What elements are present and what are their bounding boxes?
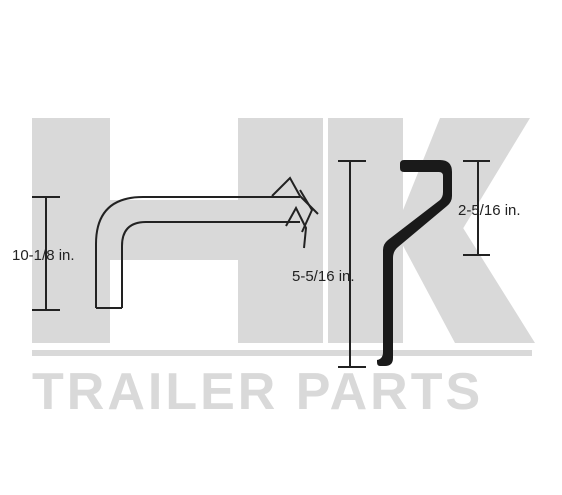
center-dimension-label: 5-5/16 in. xyxy=(292,268,355,285)
watermark-h-right-bar xyxy=(238,118,323,343)
hook-profile xyxy=(377,160,452,366)
right-dimension-label: 2-5/16 in. xyxy=(458,202,521,219)
center-dimension-line xyxy=(338,160,366,368)
left-dimension-line xyxy=(32,196,60,311)
watermark-brand-text: TRAILER PARTS xyxy=(32,363,484,421)
right-dimension-line xyxy=(463,160,490,256)
watermark-rule xyxy=(32,350,532,356)
hk-watermark-logo xyxy=(32,118,535,343)
left-dimension-label: 10-1/8 in. xyxy=(12,247,75,264)
break-symbol xyxy=(271,176,319,249)
bent-rod xyxy=(95,196,300,309)
watermark-k-lower-arm xyxy=(400,215,535,343)
